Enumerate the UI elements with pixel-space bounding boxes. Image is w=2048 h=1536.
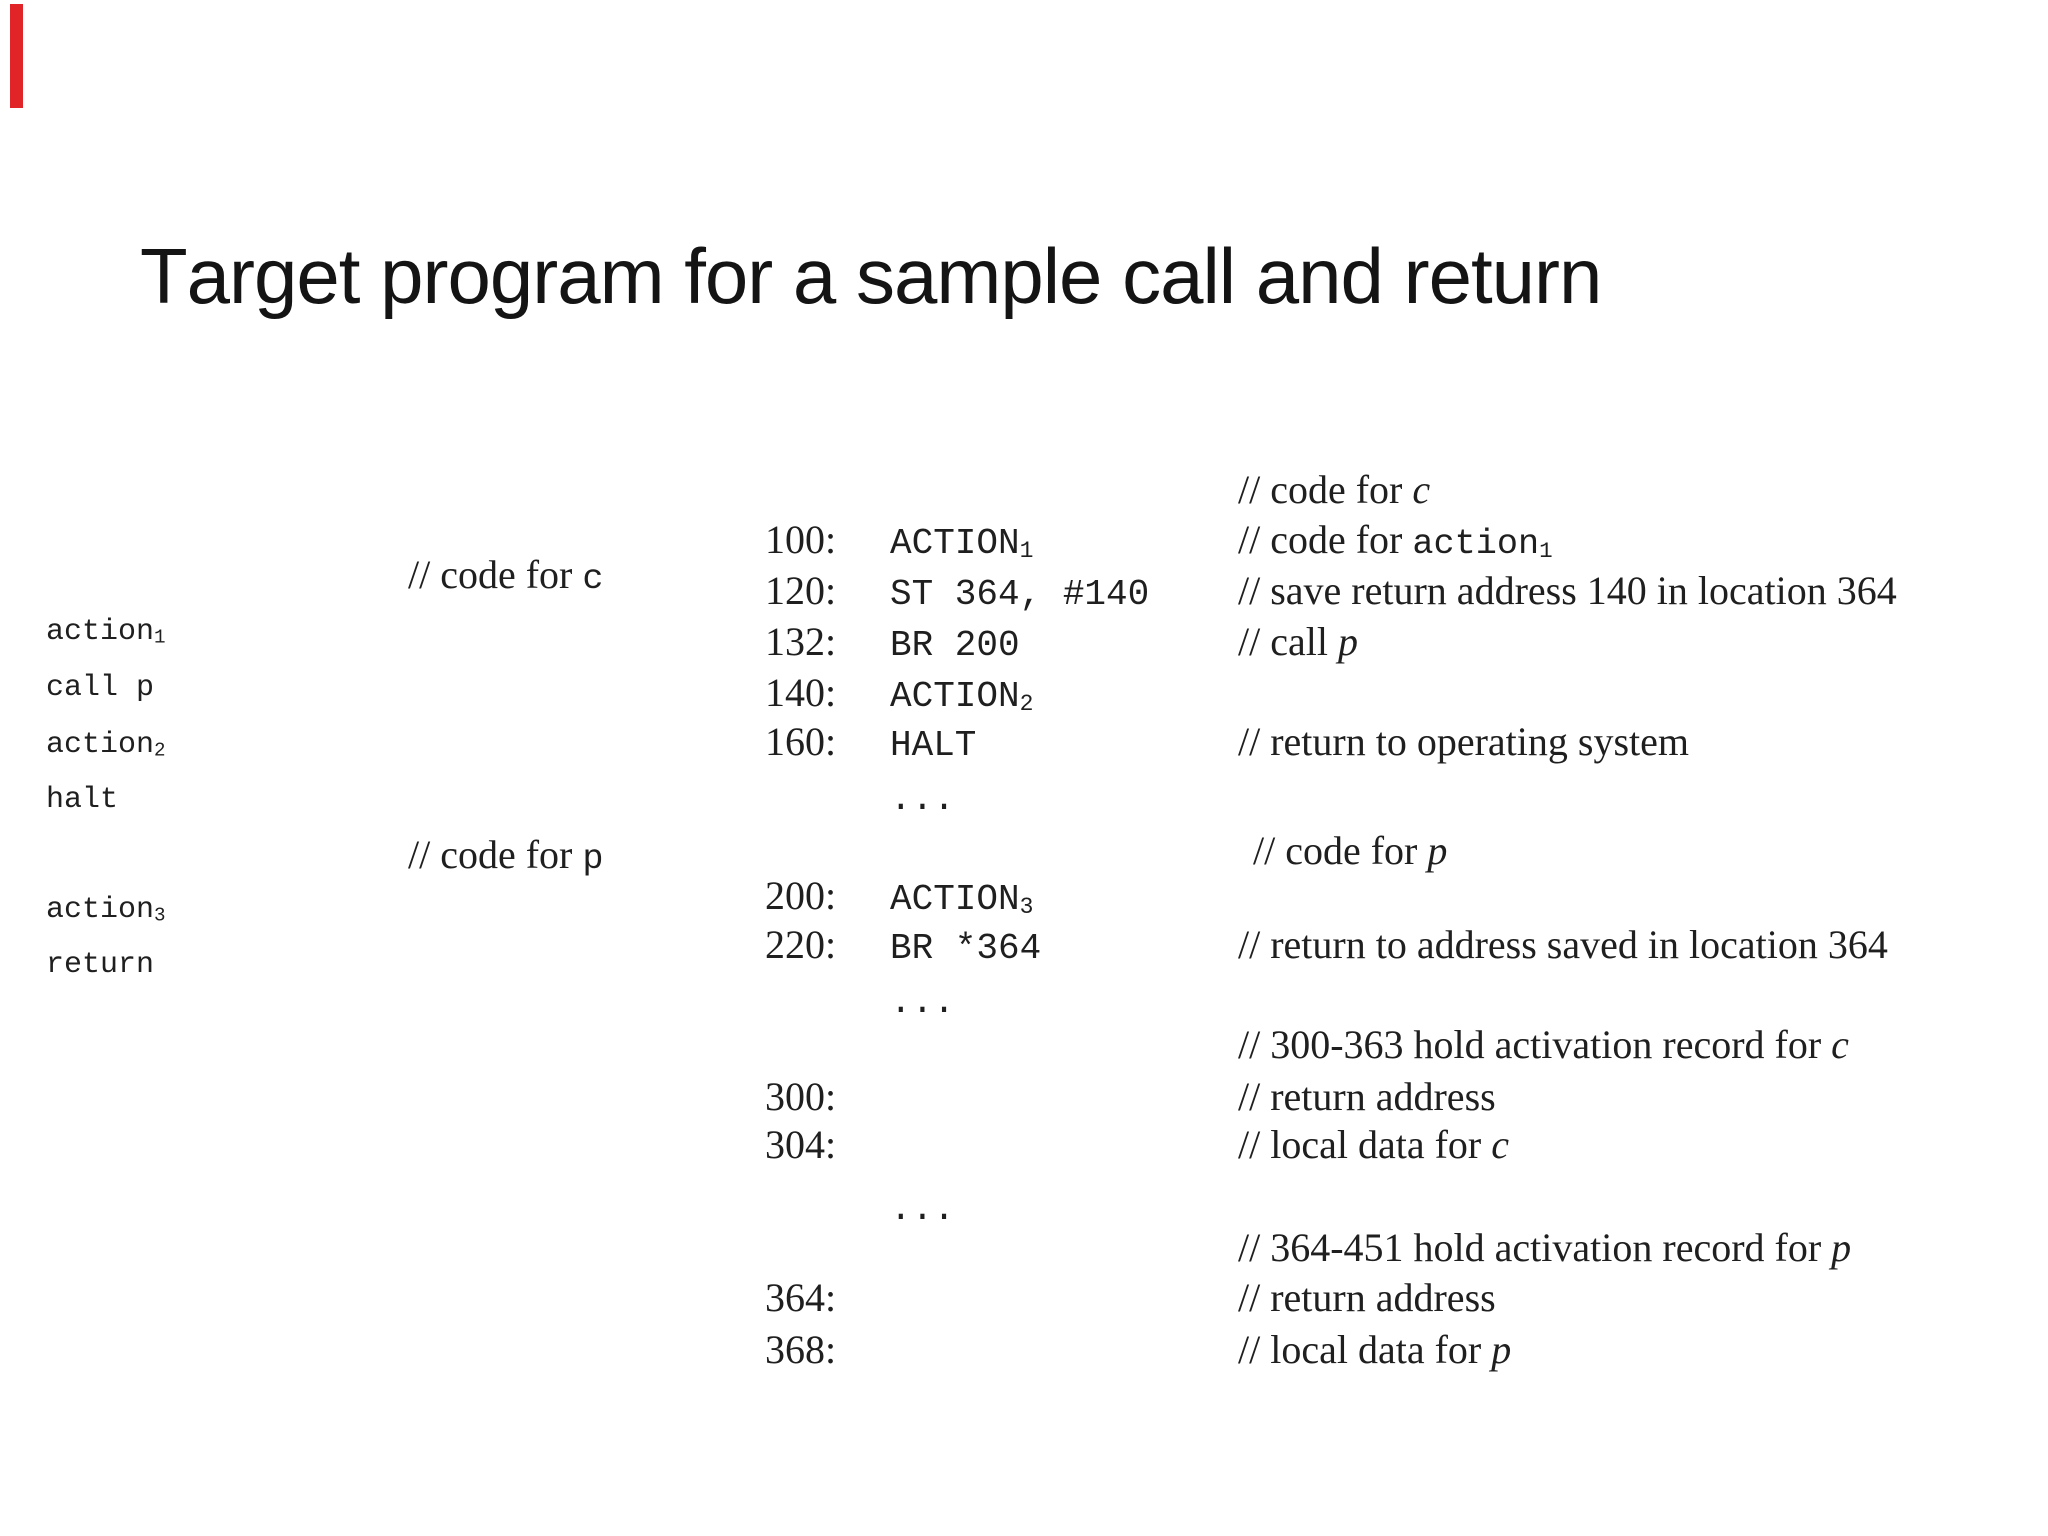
src-line-action2: action2 [46, 725, 166, 765]
instruction: ACTION2 [890, 676, 1033, 717]
instruction: ST 364, #140 [890, 574, 1150, 615]
ellipsis-2: ... [890, 982, 955, 1023]
program-row-300: 300: [765, 1071, 890, 1123]
instruction: ACTION1 [890, 523, 1033, 564]
instruction-text: ACTION [890, 523, 1020, 564]
instruction-subscript: 3 [1019, 894, 1034, 921]
program-row-368: 368: [765, 1324, 890, 1376]
code-text: action [46, 893, 155, 927]
instruction-subscript: 2 [1019, 691, 1034, 718]
comment-local-data-p: // local data for p [1238, 1324, 1511, 1376]
var-p: p [1427, 828, 1448, 873]
comment-call-p: // call p [1238, 616, 1358, 668]
comment-text: // code for [1238, 467, 1413, 512]
comment-activation-record-c: // 300-363 hold activation record for c [1238, 1019, 1849, 1071]
comment-text: // 300-363 hold activation record for [1238, 1022, 1832, 1067]
src-line-return: return [46, 948, 155, 982]
address-label: 220: [765, 922, 837, 967]
address-label: 200: [765, 873, 837, 918]
comment-return-os: // return to operating system [1238, 719, 1690, 764]
src-line-action3: action3 [46, 890, 166, 930]
subscript: 3 [154, 904, 166, 927]
subscript: 1 [1539, 538, 1553, 565]
subscript: 2 [154, 739, 166, 762]
red-accent-bar [10, 4, 23, 108]
subscript: 1 [154, 626, 166, 649]
comment-text: // local data for [1238, 1122, 1492, 1167]
address-label: 160: [765, 719, 837, 764]
comment-return-address-p: // return address [1238, 1275, 1496, 1320]
code-name-c: c [582, 559, 604, 599]
instruction-text: ACTION [890, 676, 1020, 717]
program-row-140: 140: ACTION2 [765, 667, 1033, 723]
src-line-call-p: call p [46, 671, 155, 705]
comment-text: // code for [1238, 517, 1413, 562]
comment-return-address-c: // return address [1238, 1074, 1496, 1119]
var-p: p [1491, 1327, 1512, 1372]
comment-save-return: // save return address 140 in location 3… [1238, 568, 1897, 613]
comment-activation-record-p: // 364-451 hold activation record for p [1238, 1222, 1851, 1274]
instruction: BR 200 [890, 625, 1020, 666]
src-line-action1: action1 [46, 612, 166, 652]
comment-text: // 364-451 hold activation record for [1238, 1225, 1832, 1270]
instruction: HALT [890, 725, 977, 766]
var-p: p [1831, 1225, 1852, 1270]
program-row-200: 200: ACTION3 [765, 870, 1033, 926]
program-row-220: 220: BR *364 [765, 919, 1041, 975]
code-name-action: action1 [1412, 524, 1552, 564]
program-row-160: 160: HALT [765, 716, 976, 772]
var-c: c [1831, 1022, 1849, 1067]
comment-code-for-action1: // code for action1 [1238, 514, 1553, 570]
code-text: action [46, 615, 155, 649]
address-label: 120: [765, 568, 837, 613]
address-label: 364: [765, 1275, 837, 1320]
instruction: ACTION3 [890, 879, 1033, 920]
var-p: p [1337, 619, 1358, 664]
instruction: BR *364 [890, 928, 1042, 969]
left-comment-code-for-p: // code for p [408, 829, 604, 885]
comment-text: // code for [408, 552, 583, 597]
code-text: action [46, 728, 155, 762]
code-name-p: p [582, 839, 604, 879]
var-c: c [1491, 1122, 1509, 1167]
comment-return-saved: // return to address saved in location 3… [1238, 922, 1888, 967]
program-row-100: 100: ACTION1 [765, 514, 1033, 570]
program-row-364: 364: [765, 1272, 890, 1324]
left-comment-code-for-c: // code for c [408, 549, 604, 605]
comment-text: // code for [408, 832, 583, 877]
comment-local-data-c: // local data for c [1238, 1119, 1509, 1171]
program-row-120: 120: ST 364, #140 [765, 565, 1149, 621]
comment-text: // call [1238, 619, 1338, 664]
var-c: c [1412, 467, 1431, 512]
comment-code-for-p: // code for p [1253, 825, 1447, 877]
comment-text: // local data for [1238, 1327, 1492, 1372]
program-row-304: 304: [765, 1119, 890, 1171]
ellipsis-1: ... [890, 779, 955, 820]
src-line-halt: halt [46, 783, 119, 817]
address-label: 140: [765, 670, 837, 715]
code-text: action [1412, 524, 1540, 564]
program-row-132: 132: BR 200 [765, 616, 1020, 672]
instruction-subscript: 1 [1019, 538, 1034, 565]
address-label: 304: [765, 1122, 837, 1167]
comment-code-for-c: // code for c [1238, 464, 1430, 516]
address-label: 132: [765, 619, 837, 664]
comment-text: // code for [1253, 828, 1428, 873]
instruction-text: ACTION [890, 879, 1020, 920]
ellipsis-3: ... [890, 1189, 955, 1230]
address-label: 300: [765, 1074, 837, 1119]
address-label: 100: [765, 517, 837, 562]
slide-title: Target program for a sample call and ret… [140, 232, 1602, 320]
address-label: 368: [765, 1327, 837, 1372]
